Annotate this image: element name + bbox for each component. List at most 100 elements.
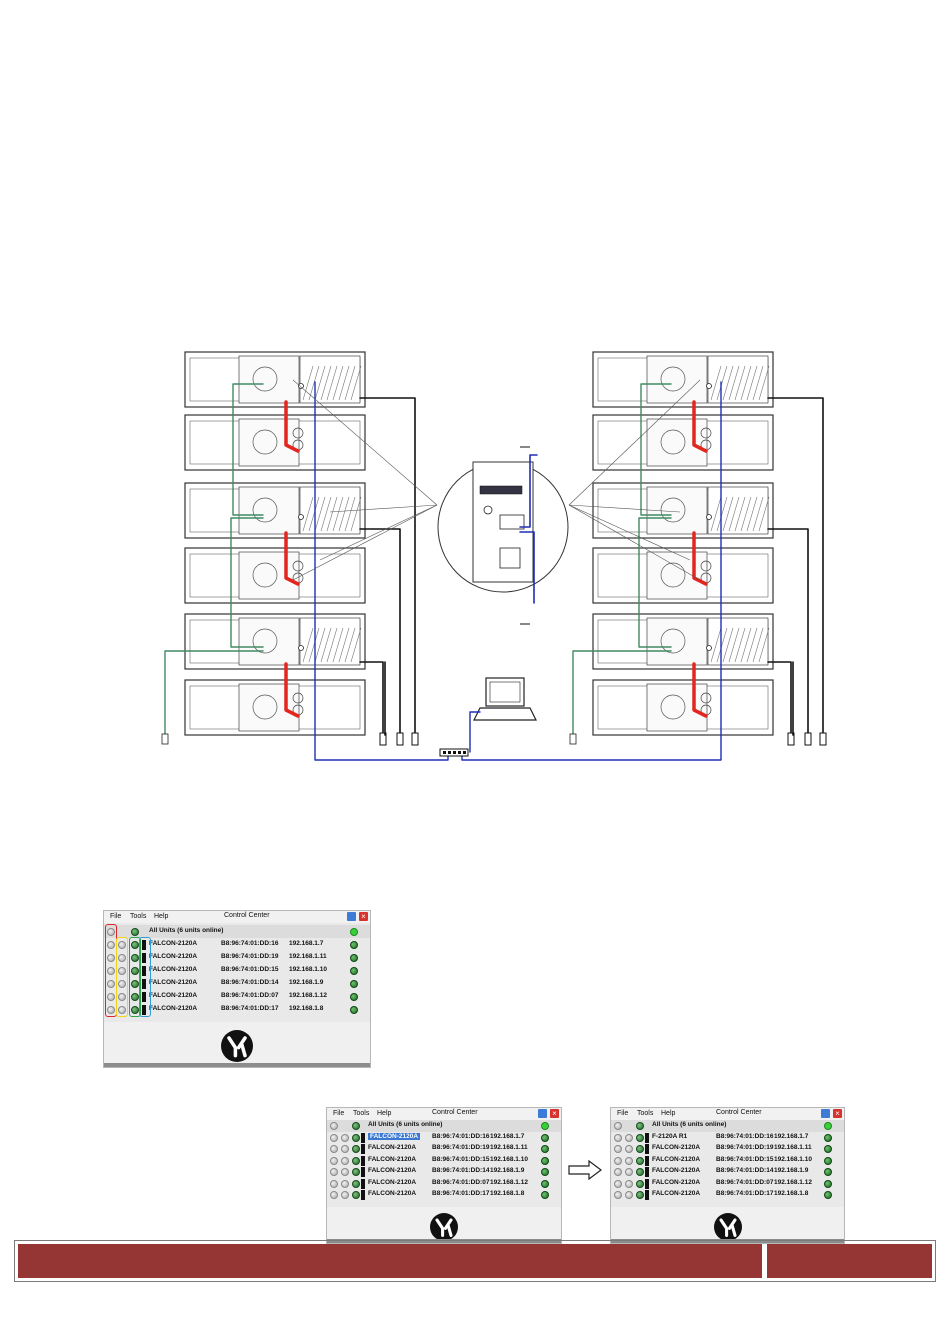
identify-icon[interactable]	[614, 1179, 622, 1188]
mute-icon[interactable]	[352, 1133, 360, 1142]
open-unit-arrow-icon[interactable]	[350, 954, 358, 962]
help-button[interactable]	[538, 1109, 547, 1118]
identify-icon[interactable]	[107, 980, 115, 988]
solo-icon[interactable]	[625, 1168, 633, 1176]
solo-icon[interactable]	[118, 1006, 126, 1014]
open-unit-arrow-icon[interactable]	[541, 1145, 549, 1153]
open-unit-arrow-icon[interactable]	[824, 1133, 832, 1142]
identify-icon[interactable]	[614, 1133, 622, 1142]
mute-icon[interactable]	[636, 1133, 644, 1142]
identify-icon[interactable]	[330, 1191, 338, 1199]
identify-icon[interactable]	[107, 967, 115, 975]
menu-item-tools[interactable]: Tools	[130, 913, 147, 920]
mute-icon[interactable]	[131, 980, 139, 988]
solo-icon[interactable]	[118, 967, 126, 975]
all-units-row[interactable]: All Units (6 units online)	[611, 1120, 844, 1132]
unit-toggle-icon[interactable]	[330, 1122, 338, 1130]
menu-item-help[interactable]: Help	[661, 1110, 676, 1117]
open-unit-arrow-icon[interactable]	[824, 1168, 832, 1176]
mute-icon[interactable]	[131, 928, 139, 936]
mute-icon[interactable]	[636, 1156, 644, 1165]
menu-item-tools[interactable]: Tools	[353, 1110, 370, 1117]
open-unit-arrow-icon[interactable]	[824, 1156, 832, 1165]
mute-icon[interactable]	[352, 1191, 360, 1199]
identify-icon[interactable]	[330, 1168, 338, 1176]
mute-icon[interactable]	[131, 941, 139, 949]
mute-icon[interactable]	[352, 1122, 360, 1130]
identify-icon[interactable]	[107, 954, 115, 962]
open-unit-arrow-icon[interactable]	[541, 1156, 549, 1165]
identify-icon[interactable]	[107, 993, 115, 1001]
all-units-row[interactable]: All Units (6 units online)	[104, 925, 370, 938]
identify-icon[interactable]	[330, 1133, 338, 1142]
mute-icon[interactable]	[131, 954, 139, 962]
close-button[interactable]: ×	[833, 1109, 842, 1118]
unit-name[interactable]: FALCON-2120A	[368, 1132, 421, 1140]
identify-icon[interactable]	[614, 1168, 622, 1176]
open-unit-arrow-icon[interactable]	[541, 1191, 549, 1199]
menu-item-file[interactable]: File	[617, 1110, 629, 1117]
solo-icon[interactable]	[625, 1145, 633, 1153]
solo-icon[interactable]	[341, 1179, 349, 1188]
menu-item-file[interactable]: File	[333, 1110, 345, 1117]
open-unit-arrow-icon[interactable]	[541, 1168, 549, 1176]
open-unit-arrow-icon[interactable]	[350, 1006, 358, 1014]
mute-icon[interactable]	[636, 1122, 644, 1130]
menu-item-file[interactable]: File	[110, 913, 122, 920]
open-unit-arrow-icon[interactable]	[541, 1133, 549, 1142]
solo-icon[interactable]	[341, 1156, 349, 1165]
mute-icon[interactable]	[352, 1179, 360, 1188]
identify-icon[interactable]	[107, 1006, 115, 1014]
mute-icon[interactable]	[131, 1006, 139, 1014]
close-button[interactable]: ×	[359, 912, 368, 921]
mute-icon[interactable]	[636, 1145, 644, 1153]
identify-icon[interactable]	[614, 1191, 622, 1199]
solo-icon[interactable]	[341, 1168, 349, 1176]
menu-item-help[interactable]: Help	[377, 1110, 392, 1117]
solo-icon[interactable]	[341, 1133, 349, 1142]
open-unit-arrow-icon[interactable]	[350, 941, 358, 949]
identify-icon[interactable]	[330, 1145, 338, 1153]
mute-icon[interactable]	[352, 1168, 360, 1176]
solo-icon[interactable]	[118, 993, 126, 1001]
mute-icon[interactable]	[352, 1156, 360, 1165]
help-button[interactable]	[821, 1109, 830, 1118]
mute-icon[interactable]	[636, 1179, 644, 1188]
identify-icon[interactable]	[330, 1179, 338, 1188]
open-unit-arrow-icon[interactable]	[824, 1145, 832, 1153]
identify-icon[interactable]	[107, 941, 115, 949]
identify-icon[interactable]	[614, 1156, 622, 1165]
solo-icon[interactable]	[341, 1191, 349, 1199]
open-unit-arrow-icon[interactable]	[824, 1179, 832, 1188]
solo-icon[interactable]	[118, 941, 126, 949]
open-unit-arrow-icon[interactable]	[350, 967, 358, 975]
open-unit-arrow-icon[interactable]	[350, 980, 358, 988]
mute-icon[interactable]	[352, 1145, 360, 1153]
mute-icon[interactable]	[636, 1168, 644, 1176]
unit-toggle-icon[interactable]	[107, 928, 115, 936]
help-button[interactable]	[347, 912, 356, 921]
identify-icon[interactable]	[330, 1156, 338, 1165]
open-unit-arrow-icon[interactable]	[824, 1191, 832, 1199]
solo-icon[interactable]	[341, 1145, 349, 1153]
all-units-row[interactable]: All Units (6 units online)	[327, 1120, 561, 1132]
menu-item-help[interactable]: Help	[154, 913, 169, 920]
solo-icon[interactable]	[625, 1133, 633, 1142]
open-unit-arrow-icon[interactable]	[541, 1179, 549, 1188]
identify-icon[interactable]	[614, 1145, 622, 1153]
mute-icon[interactable]	[636, 1191, 644, 1199]
